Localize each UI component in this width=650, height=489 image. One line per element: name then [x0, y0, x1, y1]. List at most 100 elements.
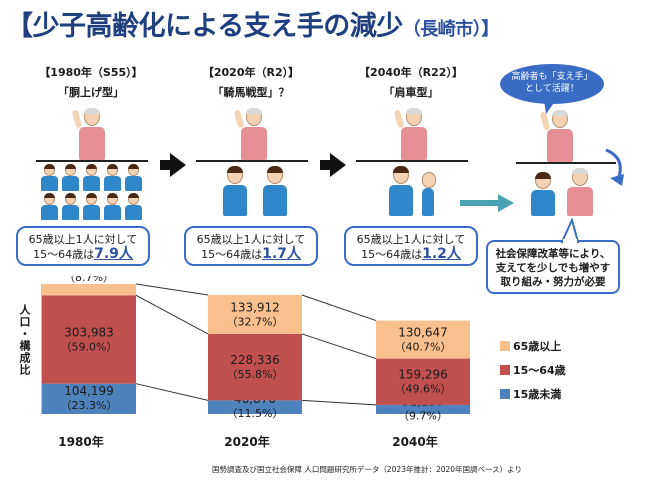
floor-line-2040: [356, 160, 468, 162]
speech-bubble: 高齢者も「支え手」 として活躍！: [500, 64, 604, 104]
floor-line-2020: [196, 160, 308, 162]
worker-person-icon: [222, 166, 248, 216]
bar-segment: [376, 358, 470, 405]
bar-value-label: 159,296: [398, 368, 448, 382]
era-2020-year: 【2020年（R2）】: [202, 66, 300, 79]
connector-line: [135, 383, 209, 401]
bar-value-label: 133,912: [230, 300, 280, 314]
bar-segment: [376, 404, 470, 414]
child-person-icon: [124, 164, 142, 191]
child-person-icon: [61, 164, 79, 191]
bar-segment: [208, 294, 302, 334]
ratio-value-2020: 1.7人: [262, 246, 301, 262]
ratio-line2-prefix: 15～64歳は: [33, 248, 95, 261]
child-person-icon: [124, 193, 142, 220]
title-suffix: （長崎市）】: [402, 19, 500, 40]
child-person-icon: [61, 193, 79, 220]
ratio-line2-prefix: 15～64歳は: [201, 248, 263, 261]
page-title: 【少子高齢化による支え手の減少（長崎市）】: [6, 4, 499, 43]
elderly-person-icon: [233, 108, 268, 160]
bar-segment: [208, 400, 302, 414]
bar-value-label: 303,983: [64, 325, 114, 339]
ratio-value-2040: 1.2人: [422, 246, 461, 262]
child-person-icon: [82, 164, 100, 191]
arrow-right-icon: [320, 152, 346, 180]
bar-pct-label: （32.7%）: [227, 315, 284, 328]
era-1980-year: 【1980年（S55）】: [39, 66, 143, 79]
bar-segment: [42, 295, 136, 384]
floor-line-future: [516, 162, 616, 164]
arrow-right-icon: [160, 152, 186, 180]
bar-pct-label: （49.6%）: [395, 383, 452, 396]
ratio-box-2040: 65歳以上1人に対して 15～64歳は1.2人: [344, 226, 478, 266]
bar-segment: [376, 320, 470, 359]
callout-tail-icon: [560, 218, 580, 244]
era-2040-type: 「肩車型」: [383, 86, 439, 99]
bubble-tail-icon: [544, 100, 556, 114]
x-tick-label: 2040年: [392, 434, 437, 449]
era-2020-type: 「騎馬戦型」？: [212, 86, 290, 99]
bar-segment: [42, 284, 136, 296]
connector-line: [301, 399, 377, 406]
ratio-value-1980: 7.9人: [94, 246, 133, 262]
stacked-bar-chart: 104,199（23.3%）303,983（59.0%）38,718（8.7%）…: [41, 276, 470, 449]
legend-swatch: [500, 365, 510, 375]
legend-item: 15歳未満: [500, 386, 566, 402]
ratio-box-2020: 65歳以上1人に対して 15～64歳は1.7人: [184, 226, 318, 266]
chart-legend: 65歳以上 15～64歳 15歳未満: [500, 338, 566, 410]
ratio-line2-prefix: 15～64歳は: [361, 248, 423, 261]
bar-value-label: 104,199: [64, 384, 114, 398]
ratio-line1: 65歳以上1人に対して: [28, 233, 138, 246]
bar-pct-label: （59.0%）: [61, 340, 118, 353]
child-person-icon: [40, 193, 58, 220]
bar-pct-label: （40.7%）: [395, 341, 452, 354]
bar-pct-label: （11.5%）: [227, 407, 284, 420]
callout-box: 社会保障改革等により、 支えてを少しでも増やす 取り組み・努力が必要: [486, 240, 620, 294]
curved-arrow-icon: [605, 148, 624, 186]
bar-value-label: 228,336: [230, 353, 280, 367]
arrow-teal-icon: [460, 194, 514, 212]
legend-swatch: [500, 341, 510, 351]
child-person-icon: [103, 193, 121, 220]
bar-value-label: 130,647: [398, 326, 448, 340]
legend-item: 65歳以上: [500, 338, 566, 354]
elderly-person-icon: [539, 110, 574, 162]
x-tick-label: 2020年: [224, 434, 269, 449]
legend-label: 15～64歳: [513, 364, 566, 377]
worker-person-icon: [388, 166, 414, 216]
bar-segment: [42, 383, 136, 414]
bubble-line1: 高齢者も「支え手」: [511, 72, 593, 82]
ratio-line1: 65歳以上1人に対して: [356, 233, 466, 246]
bar-pct-label: （55.8%）: [227, 368, 284, 381]
legend-item: 15～64歳: [500, 362, 566, 378]
worker-person-icon: [530, 172, 556, 216]
callout-line3: 取り組み・努力が必要: [500, 276, 606, 288]
elderly-person-icon: [71, 108, 106, 160]
child-person-icon: [103, 164, 121, 191]
bar-segment: [208, 333, 302, 401]
child-person-icon: [40, 164, 58, 191]
era-1980-type: 「胴上げ型」: [58, 86, 124, 99]
floor-line-1980: [36, 160, 148, 162]
source-note: 国勢調査及び国立社会保障 人口問題研究所データ（2023年推計：2020年国調ベ…: [212, 465, 523, 474]
ratio-box-1980: 65歳以上1人に対して 15～64歳は7.9人: [16, 226, 150, 266]
y-axis-label: 人口・構成比: [18, 304, 31, 376]
ratio-line1: 65歳以上1人に対して: [196, 233, 306, 246]
bar-pct-label: （9.7%）: [398, 409, 448, 422]
x-tick-label: 1980年: [58, 434, 103, 449]
elderly-person-icon: [393, 108, 428, 160]
bubble-line2: として活躍！: [525, 84, 579, 94]
partial-worker-icon: [422, 172, 436, 216]
connector-line: [301, 333, 377, 360]
callout-line2: 支えてを少しでも増やす: [495, 262, 611, 274]
connector-line: [301, 294, 377, 322]
title-main: 【少子高齢化による支え手の減少: [6, 11, 403, 42]
supporters-group-1980: [40, 164, 150, 222]
legend-label: 15歳未満: [513, 388, 562, 401]
bar-pct-label: （8.7%）: [64, 276, 114, 284]
worker-person-icon: [262, 166, 288, 216]
elderly-supporter-icon: [566, 168, 594, 216]
legend-label: 65歳以上: [513, 340, 562, 353]
child-person-icon: [82, 193, 100, 220]
era-2040-year: 【2040年（R22）】: [359, 66, 463, 79]
